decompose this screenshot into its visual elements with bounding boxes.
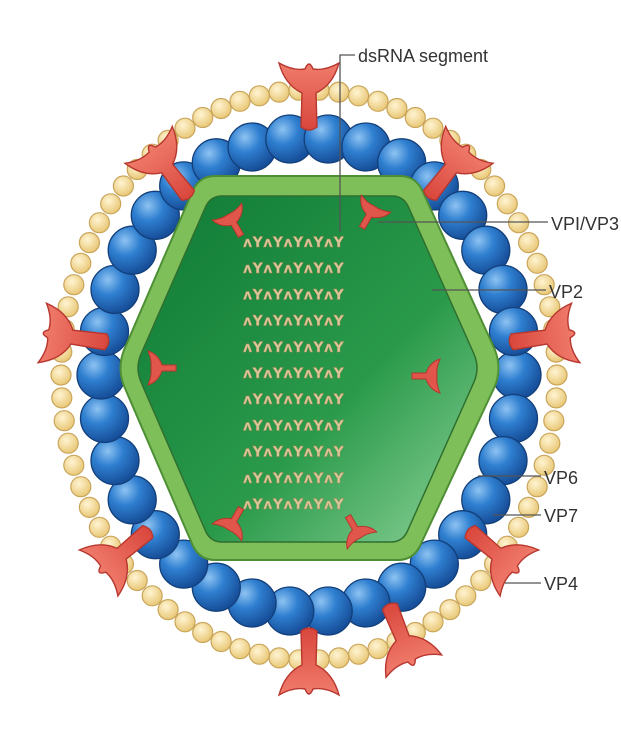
- vp7-bead: [89, 517, 109, 537]
- vp7-bead: [544, 411, 564, 431]
- vp6-sphere: [91, 437, 139, 485]
- vp7-bead: [211, 632, 231, 652]
- vp7-bead: [211, 99, 231, 119]
- vp7-bead: [329, 82, 349, 102]
- dsrna-strand: ʌYʌYʌYʌYʌY: [243, 340, 345, 356]
- vp7-bead: [329, 648, 349, 668]
- dsrna-strand: ʌYʌYʌYʌYʌY: [243, 471, 345, 487]
- vp7-bead: [546, 388, 566, 408]
- vp7-bead: [52, 388, 72, 408]
- dsrna-strands: ʌYʌYʌYʌYʌY ʌYʌYʌYʌYʌY ʌYʌYʌYʌYʌY ʌYʌYʌYʌYʌY…: [243, 235, 345, 513]
- vp6-sphere: [493, 351, 541, 399]
- vp7-bead: [547, 365, 567, 385]
- vp7-bead: [193, 108, 213, 128]
- vp7-bead: [64, 275, 84, 295]
- vp7-bead: [497, 194, 517, 214]
- vp7-bead: [79, 497, 99, 517]
- vp7-bead: [368, 91, 388, 111]
- vp7-bead: [519, 233, 539, 253]
- vp7-bead: [349, 86, 369, 106]
- vp7-bead: [269, 648, 289, 668]
- vp7-bead: [471, 571, 491, 591]
- dsrna-strand: ʌYʌYʌYʌYʌY: [243, 497, 345, 513]
- vp7-bead: [527, 253, 547, 273]
- vp7-bead: [175, 612, 195, 632]
- vp7-bead: [58, 433, 78, 453]
- dsrna-strand: ʌYʌYʌYʌYʌY: [243, 392, 345, 408]
- dsrna-strand: ʌYʌYʌYʌYʌY: [243, 287, 345, 303]
- vp7-bead: [423, 612, 443, 632]
- vp7-bead: [269, 82, 289, 102]
- vp6-sphere: [77, 351, 125, 399]
- vp6-sphere: [490, 395, 538, 443]
- vp6-sphere: [81, 395, 129, 443]
- dsrna-strand: ʌYʌYʌYʌYʌY: [243, 314, 345, 330]
- vp7-bead: [193, 623, 213, 643]
- dsrna-strand: ʌYʌYʌYʌYʌY: [243, 261, 345, 277]
- dsrna-strand: ʌYʌYʌYʌYʌY: [243, 235, 345, 251]
- vp7-bead: [51, 365, 71, 385]
- vp7-bead: [54, 411, 74, 431]
- vp7-bead: [230, 639, 250, 659]
- vp7-bead: [127, 571, 147, 591]
- vp7-bead: [64, 455, 84, 475]
- vp7-bead: [440, 600, 460, 620]
- vp7-bead: [89, 213, 109, 233]
- vp7-bead: [158, 600, 178, 620]
- vp7-bead: [349, 644, 369, 664]
- vp7-bead: [71, 477, 91, 497]
- vp7-bead: [249, 86, 269, 106]
- vp7-bead: [540, 433, 560, 453]
- vp6-label: VP6: [544, 468, 578, 488]
- vp7-bead: [387, 99, 407, 119]
- vp7-bead: [230, 91, 250, 111]
- dsrna-strand: ʌYʌYʌYʌYʌY: [243, 418, 345, 434]
- dsrna-strand: ʌYʌYʌYʌYʌY: [243, 366, 345, 382]
- vp4-label: VP4: [544, 574, 578, 594]
- dsrna-segment-label: dsRNA segment: [358, 46, 488, 66]
- vp7-bead: [368, 639, 388, 659]
- vp7-bead: [485, 176, 505, 196]
- vp7-bead: [113, 176, 133, 196]
- vp7-bead: [509, 517, 529, 537]
- dsrna-strand: ʌYʌYʌYʌYʌY: [243, 445, 345, 461]
- vp7-bead: [509, 213, 529, 233]
- vp7-bead: [456, 586, 476, 606]
- vp1-vp3-label: VPI/VP3: [551, 214, 619, 234]
- vp7-bead: [423, 118, 443, 138]
- vp7-bead: [101, 194, 121, 214]
- vp7-bead: [249, 644, 269, 664]
- vp7-bead: [71, 253, 91, 273]
- vp7-label: VP7: [544, 506, 578, 526]
- vp7-bead: [142, 586, 162, 606]
- vp7-bead: [405, 108, 425, 128]
- vp7-bead: [175, 118, 195, 138]
- vp7-bead: [79, 233, 99, 253]
- vp2-label: VP2: [549, 282, 583, 302]
